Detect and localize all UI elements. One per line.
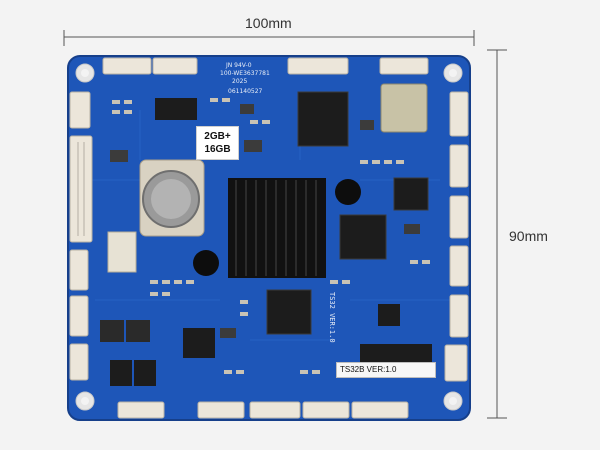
left-connectors: [69, 91, 93, 381]
chips: [100, 83, 432, 386]
board-version-silkscreen: TS32 VER:1.0: [328, 292, 336, 343]
mounting-holes: [75, 63, 463, 411]
silkscreen-line3: 2025: [232, 78, 248, 85]
coin-cell-battery: [139, 159, 205, 237]
memory-label-sticker: 2GB+ 16GB: [196, 126, 239, 160]
heatsink: [193, 178, 361, 278]
width-dimension-label: 100mm: [242, 15, 295, 31]
height-dimension-line: [487, 49, 507, 419]
silkscreen-line1: JN 94V-0: [226, 62, 252, 69]
height-dimension-label: 90mm: [506, 228, 551, 244]
right-connectors: [444, 91, 469, 382]
memory-label-storage: 16GB: [204, 144, 231, 155]
width-dimension-line: [63, 30, 475, 46]
bottom-connectors: [117, 401, 409, 419]
smd-components: [112, 98, 430, 374]
memory-label-ram: 2GB+: [204, 131, 231, 142]
date-code: 061140527: [228, 88, 263, 95]
silkscreen-line2: 100-WE3637781: [220, 70, 270, 77]
model-label-sticker: TS32B VER:1.0: [336, 362, 436, 378]
top-connectors: [102, 57, 429, 75]
